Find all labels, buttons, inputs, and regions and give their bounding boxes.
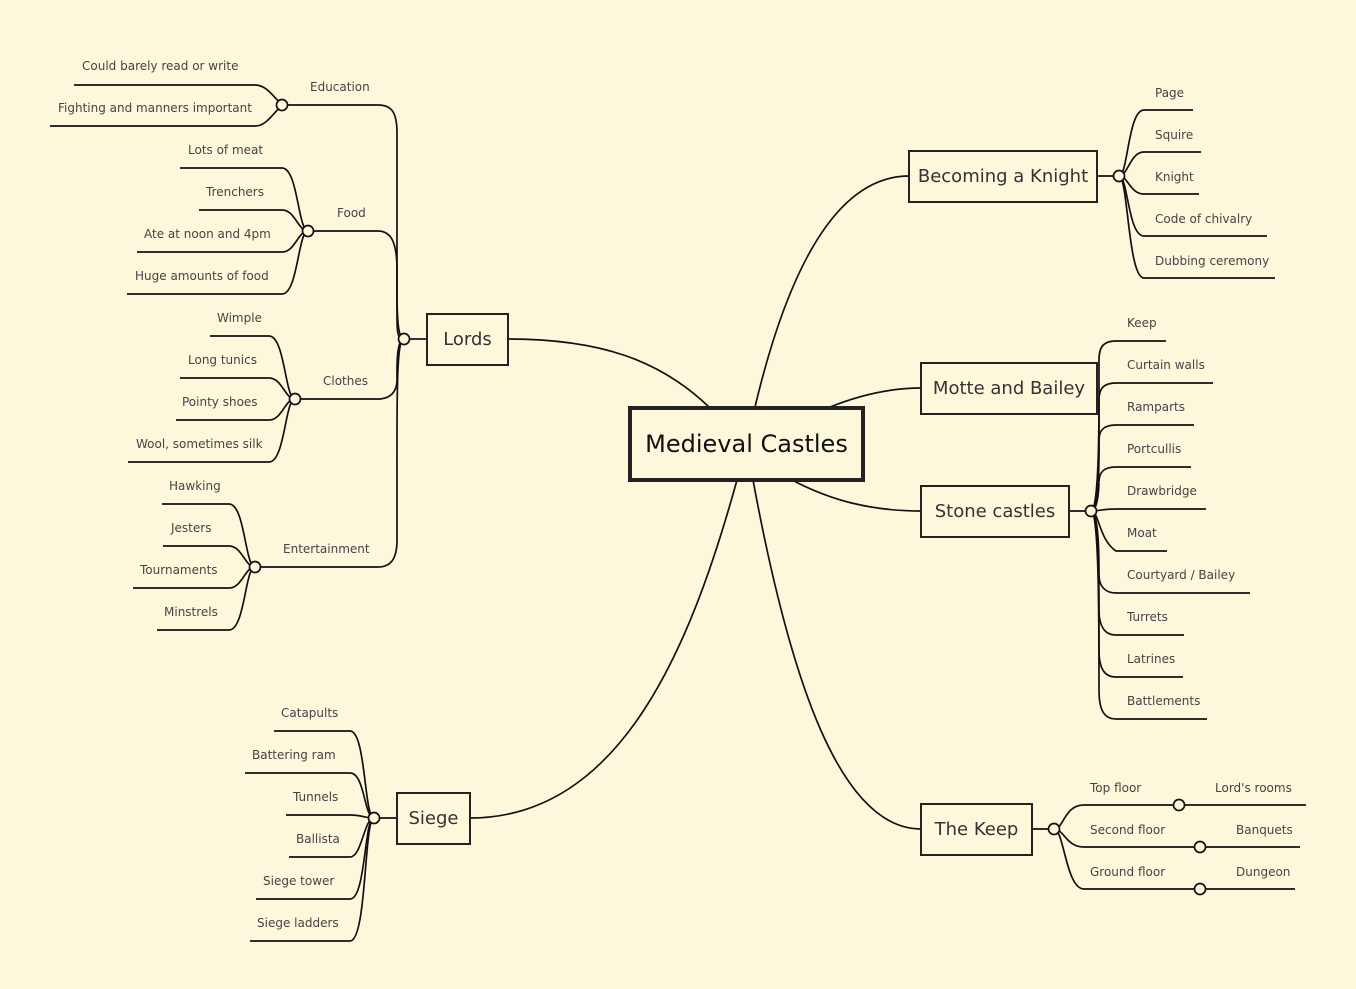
keep-floor-label[interactable]: Second floor [1090, 823, 1166, 837]
stone-hub-node [1084, 504, 1098, 518]
knight-hub-node [1112, 169, 1126, 183]
connector-central-motte [829, 387, 922, 408]
leaf-label[interactable]: Ate at noon and 4pm [144, 227, 271, 241]
branch-node-lords[interactable]: Lords [426, 313, 509, 366]
connector-central-lords [507, 338, 710, 408]
keep-floor-detail[interactable]: Banquets [1236, 823, 1293, 837]
central-topic-node[interactable]: Medieval Castles [628, 406, 865, 482]
leaf-label[interactable]: Battlements [1127, 694, 1201, 708]
branch-node-becoming-a-knight[interactable]: Becoming a Knight [908, 150, 1098, 203]
group-label-entertainment[interactable]: Entertainment [283, 542, 370, 556]
siege-hub-node [367, 811, 381, 825]
group-label-education[interactable]: Education [310, 80, 370, 94]
leaf-label[interactable]: Portcullis [1127, 442, 1182, 456]
leaf-label[interactable]: Siege ladders [257, 916, 339, 930]
connector-central-siege [469, 479, 738, 819]
branch-node-stone-castles[interactable]: Stone castles [920, 485, 1070, 538]
connector-central-keep [752, 479, 922, 830]
leaf-label[interactable]: Wimple [217, 311, 262, 325]
group-label-clothes[interactable]: Clothes [323, 374, 368, 388]
leaf-label[interactable]: Knight [1155, 170, 1194, 184]
leaf-label[interactable]: Squire [1155, 128, 1194, 142]
leaf-label[interactable]: Siege tower [263, 874, 335, 888]
leaf-label[interactable]: Pointy shoes [182, 395, 258, 409]
keep-hub-node [1047, 822, 1061, 836]
lords-hub-node [397, 332, 411, 346]
leaf-label[interactable]: Turrets [1127, 610, 1168, 624]
leaf-label[interactable]: Long tunics [188, 353, 257, 367]
leaf-label[interactable]: Trenchers [206, 185, 264, 199]
leaf-label[interactable]: Catapults [281, 706, 339, 720]
leaf-label[interactable]: Wool, sometimes silk [136, 437, 263, 451]
keep-floor-label[interactable]: Ground floor [1090, 865, 1166, 879]
leaf-label[interactable]: Code of chivalry [1155, 212, 1253, 226]
leaf-label[interactable]: Huge amounts of food [135, 269, 269, 283]
leaf-label[interactable]: Lots of meat [188, 143, 264, 157]
leaf-label[interactable]: Tunnels [293, 790, 339, 804]
leaf-label[interactable]: Fighting and manners important [58, 101, 252, 115]
group-label-food[interactable]: Food [337, 206, 366, 220]
leaf-label[interactable]: Latrines [1127, 652, 1176, 666]
connector-central-stone [791, 479, 922, 512]
leaf-label[interactable]: Curtain walls [1127, 358, 1205, 372]
connector-central-knight [754, 175, 910, 408]
leaf-label[interactable]: Hawking [169, 479, 221, 493]
branch-node-motte-and-bailey[interactable]: Motte and Bailey [920, 362, 1098, 415]
leaf-label[interactable]: Minstrels [164, 605, 218, 619]
keep-floor-label[interactable]: Top floor [1090, 781, 1142, 795]
leaf-label[interactable]: Moat [1127, 526, 1157, 540]
leaf-label[interactable]: Ramparts [1127, 400, 1185, 414]
branch-node-the-keep[interactable]: The Keep [920, 803, 1033, 856]
leaf-label[interactable]: Could barely read or write [82, 59, 239, 73]
branch-node-siege[interactable]: Siege [396, 792, 471, 845]
leaf-label[interactable]: Page [1155, 86, 1185, 100]
leaf-label[interactable]: Courtyard / Bailey [1127, 568, 1236, 582]
leaf-label[interactable]: Ballista [296, 832, 340, 846]
keep-floor-detail[interactable]: Dungeon [1236, 865, 1291, 879]
leaf-label[interactable]: Jesters [171, 521, 212, 535]
leaf-label[interactable]: Keep [1127, 316, 1157, 330]
leaf-label[interactable]: Drawbridge [1127, 484, 1197, 498]
leaf-label[interactable]: Battering ram [252, 748, 336, 762]
leaf-label[interactable]: Dubbing ceremony [1155, 254, 1270, 268]
keep-floor-detail[interactable]: Lord's rooms [1215, 781, 1292, 795]
leaf-label[interactable]: Tournaments [140, 563, 218, 577]
